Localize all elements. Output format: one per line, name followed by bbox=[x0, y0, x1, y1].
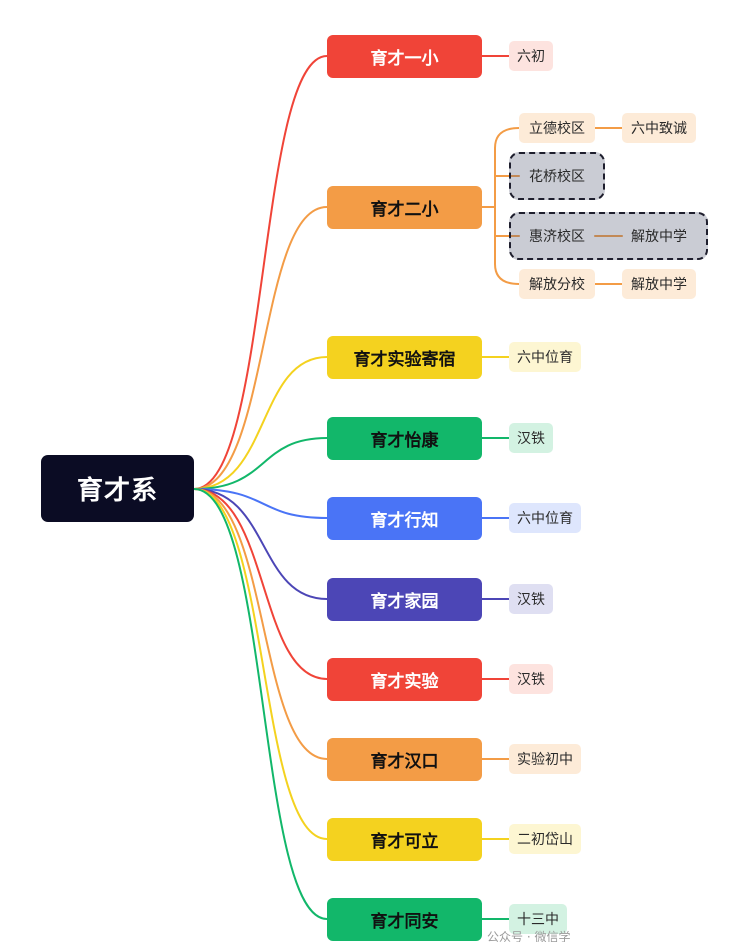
connector-root-branch-3 bbox=[193, 356, 328, 490]
branch-node-4: 育才怡康 bbox=[327, 416, 482, 460]
branch-node-6: 育才家园 bbox=[327, 577, 482, 621]
sub-leaf-node-2-1: 立德校区 bbox=[519, 113, 595, 143]
sub-leaf-node-2-2: 花桥校区 bbox=[529, 169, 585, 185]
connector-root-branch-2 bbox=[193, 206, 328, 490]
connector-branch-spine-2 bbox=[494, 127, 520, 285]
connector-root-branch-4 bbox=[193, 437, 328, 490]
highlight-box-2-3 bbox=[509, 212, 708, 260]
leaf-node-1: 六初 bbox=[509, 41, 553, 71]
connector-root-branch-9 bbox=[193, 488, 328, 840]
connector-root-branch-8 bbox=[193, 488, 328, 760]
sub-child-node-2-3: 解放中学 bbox=[631, 229, 687, 245]
sub-child-node-2-1: 六中致诚 bbox=[622, 113, 696, 143]
leaf-node-10: 十三中 bbox=[509, 904, 567, 934]
branch-node-3: 育才实验寄宿 bbox=[327, 335, 482, 379]
sub-leaf-node-2-3: 惠济校区 bbox=[529, 229, 585, 245]
branch-node-10: 育才同安 bbox=[327, 897, 482, 941]
highlight-box-2-2 bbox=[509, 152, 605, 200]
branch-node-1: 育才一小 bbox=[327, 34, 482, 78]
connector-root-branch-10 bbox=[193, 488, 328, 920]
branch-node-9: 育才可立 bbox=[327, 817, 482, 861]
leaf-node-6: 汉铁 bbox=[509, 584, 553, 614]
branch-node-7: 育才实验 bbox=[327, 657, 482, 701]
connector-root-branch-6 bbox=[193, 488, 328, 600]
watermark-text: 公众号 · 微信学 bbox=[487, 930, 571, 942]
connector-root-branch-7 bbox=[193, 488, 328, 680]
leaf-node-3: 六中位育 bbox=[509, 342, 581, 372]
sub-child-node-2-4: 解放中学 bbox=[622, 269, 696, 299]
leaf-node-4: 汉铁 bbox=[509, 423, 553, 453]
branch-node-2: 育才二小 bbox=[327, 185, 482, 229]
sub-leaf-node-2-4: 解放分校 bbox=[519, 269, 595, 299]
leaf-node-7: 汉铁 bbox=[509, 664, 553, 694]
leaf-node-8: 实验初中 bbox=[509, 744, 581, 774]
connector-root-branch-1 bbox=[193, 55, 328, 490]
leaf-node-9: 二初岱山 bbox=[509, 824, 581, 854]
branch-node-5: 育才行知 bbox=[327, 496, 482, 540]
root-node: 育才系 bbox=[41, 455, 194, 522]
connector-root-branch-5 bbox=[193, 488, 328, 519]
branch-node-8: 育才汉口 bbox=[327, 737, 482, 781]
leaf-node-5: 六中位育 bbox=[509, 503, 581, 533]
